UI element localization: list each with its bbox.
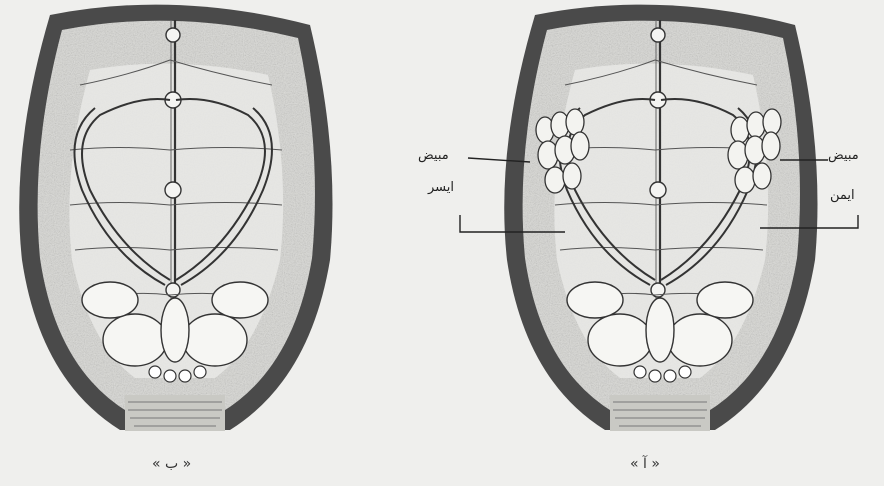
- label-left: ايسر: [428, 180, 454, 195]
- figure-b-shell: [19, 5, 332, 431]
- figure-a-shell: [460, 5, 858, 431]
- label-ovary-right: مبيض: [828, 148, 859, 163]
- caption-figure-a: « آ »: [630, 456, 660, 472]
- label-right: ايمن: [830, 188, 855, 203]
- label-ovary-left: مبيض: [418, 148, 449, 163]
- caption-figure-b: « ب »: [152, 456, 191, 472]
